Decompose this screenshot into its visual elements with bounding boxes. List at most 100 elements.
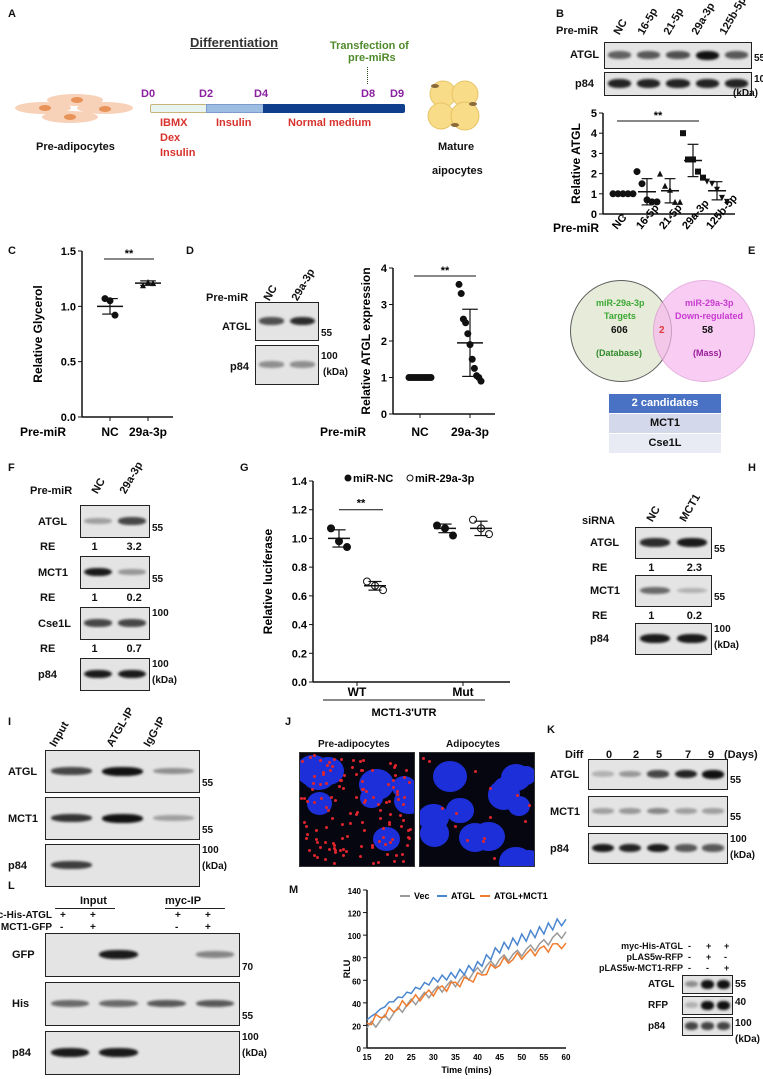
protein-band: [99, 1000, 138, 1007]
rna-dot: [372, 862, 376, 866]
nucleus: [373, 826, 401, 851]
marker-label: 55: [730, 812, 742, 823]
western-blot-atgl: [635, 527, 712, 559]
significance-label: **: [654, 110, 663, 122]
candidates-header: 2 candidates: [609, 394, 721, 413]
rna-dot: [392, 778, 396, 782]
blot-row-label: MCT1: [590, 585, 620, 597]
protein-band: [695, 50, 719, 60]
rna-dot: [394, 773, 398, 777]
western-blot-atgl: [80, 505, 150, 538]
premir-label: Pre-miR: [30, 485, 73, 497]
legend-label: miR-29a-3p: [415, 473, 475, 485]
rna-dot: [387, 782, 391, 786]
rna-dot: [320, 796, 324, 800]
blot-row-label: His: [12, 998, 30, 1010]
blot-row-label: ATGL: [570, 49, 600, 61]
protein-band: [84, 619, 112, 627]
protein-band: [50, 1048, 90, 1057]
western-blot-atgl: [255, 302, 319, 341]
protein-band: [619, 808, 642, 814]
rna-dot: [403, 796, 407, 800]
rna-dot: [338, 849, 342, 853]
rna-dot: [392, 860, 396, 864]
rna-dot: [349, 811, 353, 815]
rna-dot: [388, 813, 392, 817]
panel-label-a: A: [8, 8, 16, 20]
protein-band: [607, 51, 632, 59]
condition-sign: -: [688, 952, 691, 962]
rna-dot: [528, 803, 532, 807]
transfection-label-2: pre-miRs: [348, 52, 396, 64]
blot-row-label: ATGL: [222, 321, 252, 333]
protein-band: [724, 79, 749, 88]
marker-label: 70: [242, 962, 254, 973]
stage-bar-2: [206, 104, 265, 113]
series-line-vec: [366, 931, 567, 1029]
protein-band: [195, 951, 235, 958]
days-unit-label: (Days): [724, 749, 758, 761]
panel-label-i: I: [8, 716, 12, 728]
protein-band: [637, 79, 661, 88]
marker-label: 55: [714, 592, 726, 603]
protein-band: [684, 1022, 698, 1030]
fish-image-adipocytes: [419, 752, 535, 867]
rna-dot: [362, 800, 366, 804]
rna-dot: [303, 796, 307, 800]
blot-row-label: ATGL: [38, 515, 68, 528]
protein-band: [99, 950, 138, 959]
rna-dot: [313, 775, 317, 779]
condition-sign: +: [90, 910, 96, 921]
blot-row-label: ATGL: [648, 978, 675, 990]
x-prefix-label: Pre-miR: [20, 425, 66, 439]
y-tick-label: 0.2: [292, 648, 307, 660]
rna-dot: [308, 849, 312, 853]
western-blot-p84: [635, 623, 712, 655]
y-tick-label: 1.4: [292, 476, 308, 488]
protein-band: [51, 813, 92, 823]
panel-label-j: J: [285, 716, 292, 728]
re-value: 1: [648, 610, 655, 622]
re-value: 3.2: [126, 541, 142, 553]
data-point: [719, 194, 725, 201]
data-point: [464, 330, 472, 338]
stage1-label: Dex: [160, 132, 181, 144]
protein-band: [702, 769, 725, 779]
blot-row-label: p84: [12, 1047, 31, 1059]
rna-dot: [399, 824, 403, 828]
rna-dot: [344, 850, 348, 854]
rna-dot: [466, 839, 469, 843]
protein-band: [118, 619, 146, 627]
scale-bar: [0, 0, 30, 2]
day-label: D0: [141, 88, 156, 100]
western-blot-rfp: [682, 996, 733, 1015]
condition-sign: +: [706, 952, 712, 962]
x-tick-label: 21-5p: [657, 202, 685, 232]
protein-band: [51, 767, 92, 775]
day-label: D8: [361, 88, 376, 100]
x-tick-label: 55: [539, 1053, 548, 1062]
protein-band: [147, 999, 186, 1008]
protein-band: [677, 634, 708, 643]
marker-label: 100: [242, 1032, 259, 1043]
condition-sign: +: [90, 922, 96, 933]
kda-label: (kDa): [242, 1048, 268, 1059]
rna-dot: [343, 774, 347, 778]
re-label: RE: [40, 592, 56, 604]
western-blot-p84: [45, 844, 200, 887]
diff-label: Diff: [565, 749, 584, 761]
rna-dot: [342, 853, 346, 857]
data-point: [457, 290, 465, 298]
y-tick-label: 0.6: [292, 591, 307, 603]
condition-sign: +: [60, 910, 66, 921]
condition-sign: -: [706, 963, 709, 973]
stage-bar-1: [150, 104, 208, 113]
protein-band: [717, 979, 731, 989]
rna-dot: [327, 808, 331, 812]
protein-band: [591, 808, 614, 814]
protein-band: [674, 808, 697, 814]
rna-dot: [371, 846, 375, 850]
x-tick-label: Mut: [452, 685, 473, 699]
rna-dot: [318, 783, 322, 787]
protein-band: [677, 538, 708, 547]
